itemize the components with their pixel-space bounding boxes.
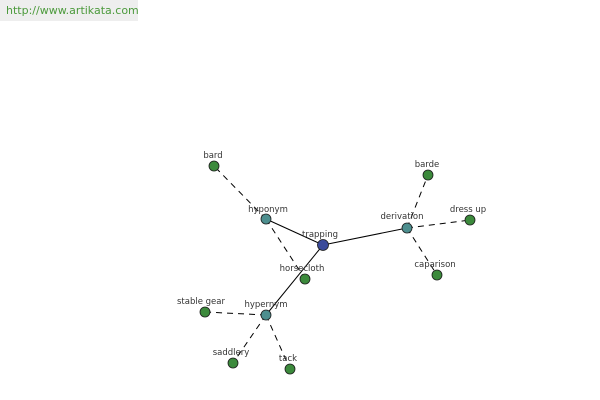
node-label-barde[interactable]: barde [415, 160, 440, 170]
node-hyponym[interactable] [260, 213, 272, 225]
node-label-bard[interactable]: bard [203, 151, 222, 161]
node-label-stable-gear[interactable]: stable gear [177, 297, 225, 307]
graph-nodes [199, 160, 476, 375]
edge-trapping-derivation [322, 227, 408, 246]
node-derivation[interactable] [401, 222, 413, 234]
node-horsecloth[interactable] [299, 273, 311, 285]
edge-derivation-barde [406, 174, 429, 229]
node-hypernym[interactable] [260, 309, 272, 321]
edge-derivation-caparison [406, 227, 438, 276]
node-label-caparison[interactable]: caparison [414, 260, 455, 270]
node-stable-gear[interactable] [199, 306, 211, 318]
node-bard[interactable] [208, 160, 220, 172]
node-barde[interactable] [422, 169, 434, 181]
node-label-hyponym[interactable]: hyponym [248, 205, 288, 215]
graph-labels: trapping hyponym derivation hypernym bard hor… [177, 151, 486, 364]
site-url-link[interactable]: http://www.artikata.com [0, 0, 139, 21]
node-label-tack[interactable]: tack [279, 354, 297, 364]
graph-edges [204, 165, 471, 370]
node-dress-up[interactable] [464, 214, 476, 226]
node-label-saddlery[interactable]: saddlery [213, 348, 250, 358]
node-label-derivation[interactable]: derivation [380, 212, 423, 222]
node-label-dress-up[interactable]: dress up [450, 205, 486, 215]
node-tack[interactable] [284, 363, 296, 375]
edge-trapping-hyponym [265, 218, 324, 246]
edge-hyponym-horsecloth [265, 218, 306, 280]
node-label-hypernym[interactable]: hypernym [244, 300, 287, 310]
node-trapping[interactable] [317, 239, 329, 251]
node-label-horsecloth[interactable]: horsecloth [280, 264, 325, 274]
node-label-trapping[interactable]: trapping [302, 230, 338, 240]
edge-hypernym-saddlery [232, 314, 267, 364]
node-saddlery[interactable] [227, 357, 239, 369]
edge-hypernym-tack [265, 314, 291, 370]
edge-trapping-hypernym [265, 244, 324, 316]
node-caparison[interactable] [431, 269, 443, 281]
edge-hypernym-stable-gear [204, 311, 267, 316]
edge-hyponym-bard [213, 165, 267, 220]
